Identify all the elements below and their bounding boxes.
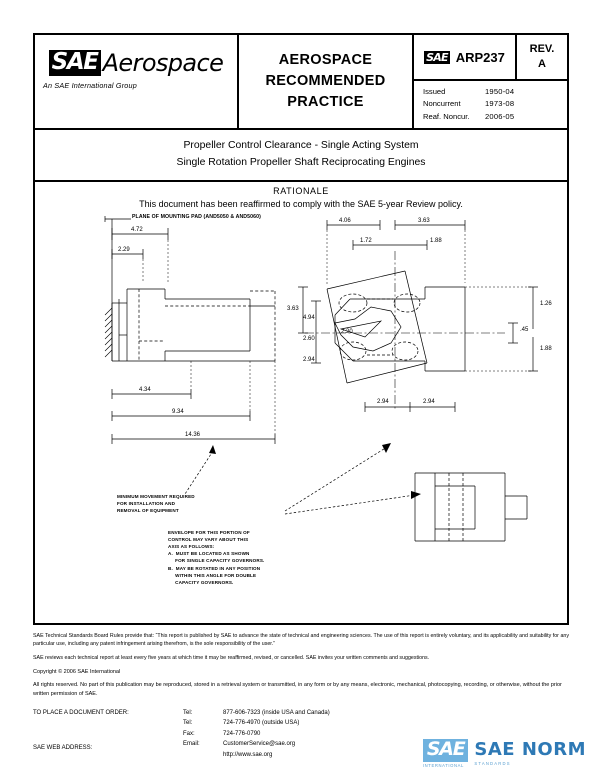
- date-row-issued: Issued 1950-04: [423, 86, 567, 98]
- contact-type-tel-inside: Tel:: [183, 709, 193, 716]
- date-label-noncurrent: Noncurrent: [423, 99, 461, 109]
- revision-cell: REV. A: [517, 35, 567, 79]
- dimension-right-2-60: 2.60: [303, 336, 315, 342]
- date-row-reaffirmed: Reaf. Noncur. 2006-05: [423, 111, 567, 123]
- order-information: TO PLACE A DOCUMENT ORDER: SAE WEB ADDRE…: [33, 708, 569, 761]
- revision-value: A: [538, 58, 546, 70]
- sae-norm-logo-mark: SAE: [422, 739, 469, 762]
- document-number-row: SAE ARP237 REV. A: [414, 35, 567, 81]
- dimension-left-9-34: 9.34: [172, 409, 184, 415]
- date-value-reaffirmed: 2006-05: [485, 111, 515, 121]
- document-type-line-1: AEROSPACE: [278, 51, 373, 68]
- drawing-linework: [104, 216, 538, 542]
- dimension-right-3-63-side: 3.63: [287, 306, 299, 312]
- sae-norm-wordmark: SAE NORM: [474, 739, 586, 761]
- engineering-drawing: PLANE OF MOUNTING PAD (AND5050 & AND5060…: [35, 211, 567, 603]
- sae-aerospace-logo: SAE Aerospace An SAE International Group: [35, 35, 239, 128]
- document-sheet: SAE Aerospace An SAE International Group…: [33, 33, 569, 625]
- sae-norm-word-subtitle: STANDARDS: [474, 761, 511, 767]
- contact-email[interactable]: CustomerService@sae.org: [223, 741, 296, 748]
- dimension-right-2-94-side: 2.94: [303, 357, 315, 363]
- order-labels: TO PLACE A DOCUMENT ORDER: SAE WEB ADDRE…: [33, 708, 183, 761]
- document-title-line-1: Propeller Control Clearance - Single Act…: [183, 140, 419, 152]
- dimension-bottom-2-94-right: 2.94: [423, 399, 435, 405]
- date-row-noncurrent: Noncurrent 1973-08: [423, 98, 567, 110]
- document-title-block: Propeller Control Clearance - Single Act…: [35, 130, 567, 182]
- document-number-cell: SAE ARP237: [414, 35, 517, 79]
- web-address-url[interactable]: http://www.sae.org: [223, 751, 273, 758]
- date-label-issued: Issued: [423, 87, 446, 96]
- dimension-right-2-20: 2.20: [341, 329, 353, 335]
- document-title-line-2: Single Rotation Propeller Shaft Reciproc…: [176, 157, 426, 168]
- plane-of-mounting-pad-note: PLANE OF MOUNTING PAD (AND5050 & AND5060…: [132, 214, 261, 220]
- document-type-line-2: RECOMMENDED: [265, 72, 386, 89]
- legal-notice-review-cycle: SAE reviews each technical report at lea…: [33, 655, 430, 662]
- minimum-movement-note: MINIMUM MOVEMENT REQUIRED FOR INSTALLATI…: [117, 494, 195, 514]
- document-meta-block: SAE ARP237 REV. A Issued 1950-04 Noncurr…: [414, 35, 567, 128]
- badge-logo-block: SAE INTERNATIONAL: [422, 739, 469, 768]
- logo-row: SAE Aerospace: [48, 49, 224, 77]
- contact-tel-inside: 877-606-7323 (inside USA and Canada): [223, 709, 330, 716]
- sae-logo-subtitle: An SAE International Group: [43, 81, 137, 90]
- contact-type-fax: Fax:: [183, 730, 195, 737]
- all-rights-reserved-notice: All rights reserved. No part of this pub…: [33, 681, 562, 697]
- document-type-line-3: PRACTICE: [287, 94, 364, 110]
- dimension-right-0-45: .45: [520, 327, 529, 333]
- badge-text-block: SAE NORM STANDARDS: [474, 739, 586, 767]
- sae-logo-mark: SAE: [48, 50, 101, 76]
- copyright-notice: Copyright © 2006 SAE International: [33, 668, 121, 675]
- contact-type-email: Email:: [183, 741, 200, 748]
- document-header: SAE Aerospace An SAE International Group…: [35, 35, 567, 130]
- dimension-left-14-36: 14.36: [185, 432, 201, 438]
- dimension-left-4-34: 4.34: [139, 387, 151, 393]
- rationale-section: RATIONALE This document has been reaffir…: [35, 182, 567, 209]
- sae-norm-badge: SAE INTERNATIONAL SAE NORM STANDARDS: [422, 739, 586, 768]
- dimension-right-4-94: 4.94: [303, 315, 315, 321]
- contact-types: Tel: Tel: Fax: Email:: [183, 708, 223, 761]
- contact-type-tel-outside: Tel:: [183, 720, 193, 727]
- dimension-right-1-88: 1.88: [430, 238, 442, 244]
- date-label-reaffirmed: Reaf. Noncur.: [423, 111, 470, 121]
- dimension-right-3-63-top: 3.63: [418, 218, 430, 224]
- sae-logo-wordmark: Aerospace: [102, 49, 224, 77]
- dimension-bottom-2-94-left: 2.94: [377, 399, 389, 405]
- document-number: ARP237: [455, 49, 505, 65]
- dimension-right-1-72: 1.72: [360, 238, 372, 244]
- dimension-left-2-29: 2.29: [118, 247, 130, 253]
- dimension-right-1-26: 1.26: [540, 301, 552, 307]
- contact-fax: 724-776-0790: [223, 730, 261, 737]
- order-label: TO PLACE A DOCUMENT ORDER:: [33, 709, 129, 716]
- date-value-noncurrent: 1973-08: [485, 99, 515, 109]
- document-footer: SAE Technical Standards Board Rules prov…: [33, 632, 569, 760]
- dimension-right-1-88-lower: 1.88: [540, 346, 552, 352]
- revision-label: REV.: [529, 43, 555, 56]
- sae-mini-logo-mark: SAE: [424, 50, 450, 64]
- contact-tel-outside: 724-776-4970 (outside USA): [223, 720, 300, 727]
- web-address-label: SAE WEB ADDRESS:: [33, 745, 93, 752]
- sae-norm-logo-subtitle: INTERNATIONAL: [422, 763, 464, 768]
- legal-notice-board-rules: SAE Technical Standards Board Rules prov…: [33, 633, 569, 648]
- rationale-heading: RATIONALE: [273, 186, 329, 196]
- rationale-body: This document has been reaffirmed to com…: [139, 199, 463, 209]
- dimension-left-4-72: 4.72: [131, 227, 143, 233]
- contact-values: 877-606-7323 (inside USA and Canada) 724…: [223, 708, 569, 761]
- dimension-right-4-06: 4.06: [339, 218, 351, 224]
- document-type-title: AEROSPACE RECOMMENDED PRACTICE: [239, 35, 414, 128]
- document-dates: Issued 1950-04 Noncurrent 1973-08 Reaf. …: [414, 81, 567, 128]
- envelope-variation-note: ENVELOPE FOR THIS PORTION OF CONTROL MAY…: [168, 530, 265, 585]
- date-value-issued: 1950-04: [485, 87, 515, 96]
